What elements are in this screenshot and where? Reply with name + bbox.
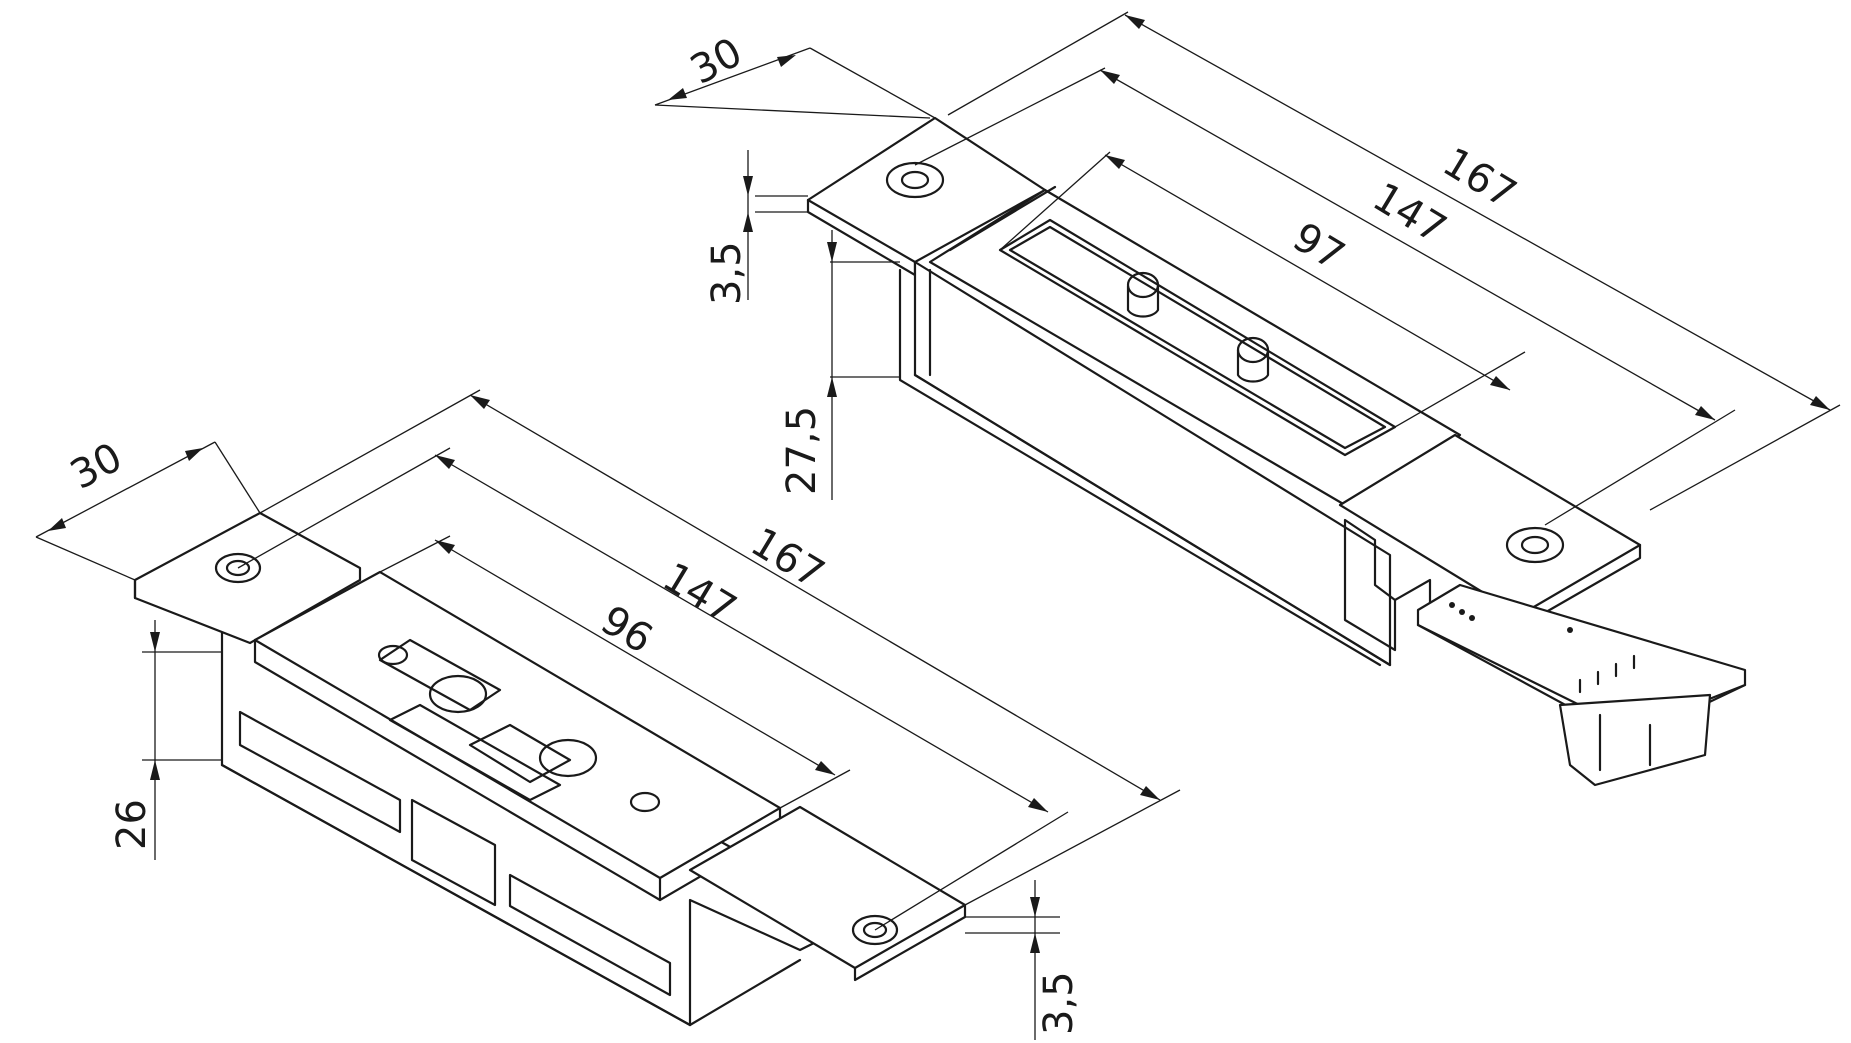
left-dimensions: 30 167 147 96 26 3,5 [35,389,1181,1040]
left-height-label: 26 [109,799,155,850]
right-overall-length-label: 167 [1435,139,1524,218]
right-width-label: 30 [683,29,750,94]
left-width-label: 30 [63,434,130,499]
left-flange-thickness-label: 3,5 [1036,971,1082,1035]
right-window-length-label: 97 [1285,214,1352,280]
left-plate-length-label: 96 [593,597,660,663]
right-height-label: 27,5 [779,406,825,495]
left-hole-spacing-label: 147 [655,554,744,633]
left-overall-length-label: 167 [743,519,832,598]
right-flange-thickness-label: 3,5 [704,241,750,305]
right-hole-spacing-label: 147 [1365,174,1454,253]
left-strike-plate [133,511,967,1027]
right-lock-body [806,116,1747,787]
